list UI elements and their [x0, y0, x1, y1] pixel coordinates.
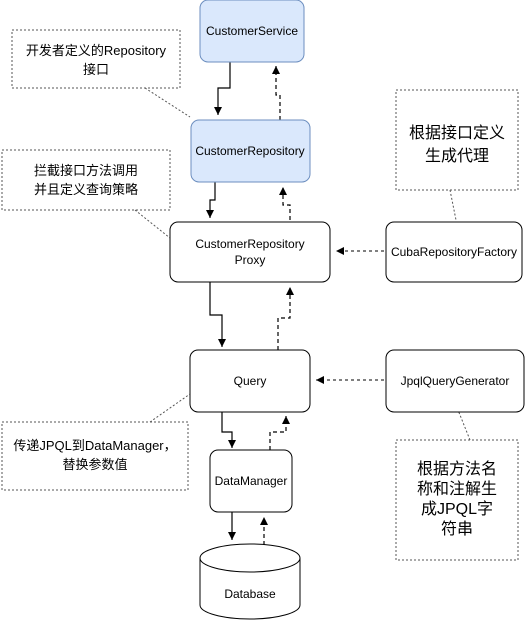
node-proxy-label-line1: CustomerRepository [195, 237, 304, 251]
node-customer-service-label: CustomerService [206, 24, 298, 38]
note-intercept-methods-line1: 拦截接口方法调用 [34, 163, 138, 178]
note-generate-jpql-line2: 称和注解生 [417, 480, 497, 498]
note-generate-proxy: 根据接口定义 生成代理 [395, 89, 519, 221]
node-database[interactable]: Database [199, 543, 301, 620]
node-customer-repository[interactable]: CustomerRepository [190, 119, 311, 183]
node-data-manager[interactable]: DataManager [209, 449, 293, 513]
note-developer-repository: 开发者定义的Repository 接口 [11, 29, 191, 118]
note-generate-jpql: 根据方法名 称和注解生 成JPQL字 符串 [395, 409, 519, 561]
note-intercept-methods-line2: 并且定义查询策略 [34, 182, 138, 197]
connector-repository-proxy [206, 182, 291, 220]
node-customer-repository-proxy[interactable]: CustomerRepository Proxy [169, 221, 331, 283]
node-cuba-repository-factory[interactable]: CubaRepositoryFactory [385, 221, 523, 283]
note-pass-jpql-line1: 传递JPQL到DataManager， [13, 438, 176, 453]
note-generate-jpql-line4: 符串 [441, 520, 473, 538]
note-generate-jpql-line1: 根据方法名 [417, 460, 497, 478]
node-query-label: Query [234, 374, 267, 388]
note-generate-proxy-line2: 生成代理 [425, 147, 489, 165]
note-generate-jpql-line3: 成JPQL字 [421, 500, 493, 518]
note-developer-repository-line1: 开发者定义的Repository [26, 43, 167, 58]
connector-proxy-query [209, 282, 294, 350]
note-intercept-methods: 拦截接口方法调用 并且定义查询策略 [1, 149, 171, 239]
connector-query-datamanager [221, 412, 290, 450]
node-query[interactable]: Query [189, 349, 311, 413]
connector-service-repository [214, 62, 281, 120]
node-jpql-query-generator[interactable]: JpqlQueryGenerator [385, 349, 525, 413]
note-developer-repository-line2: 接口 [83, 62, 109, 77]
node-proxy-label-line2: Proxy [235, 253, 266, 267]
node-data-manager-label: DataManager [215, 474, 288, 488]
node-jpql-query-generator-label: JpqlQueryGenerator [401, 374, 510, 388]
node-customer-service[interactable]: CustomerService [199, 0, 305, 63]
note-pass-jpql: 传递JPQL到DataManager， 替换参数值 [1, 393, 191, 491]
node-database-label: Database [224, 587, 276, 601]
node-cuba-repository-factory-label: CubaRepositoryFactory [391, 245, 517, 259]
connector-datamanager-database [228, 512, 268, 545]
node-customer-repository-label: CustomerRepository [195, 144, 304, 158]
note-pass-jpql-line2: 替换参数值 [62, 457, 127, 472]
note-generate-proxy-line1: 根据接口定义 [409, 124, 505, 142]
